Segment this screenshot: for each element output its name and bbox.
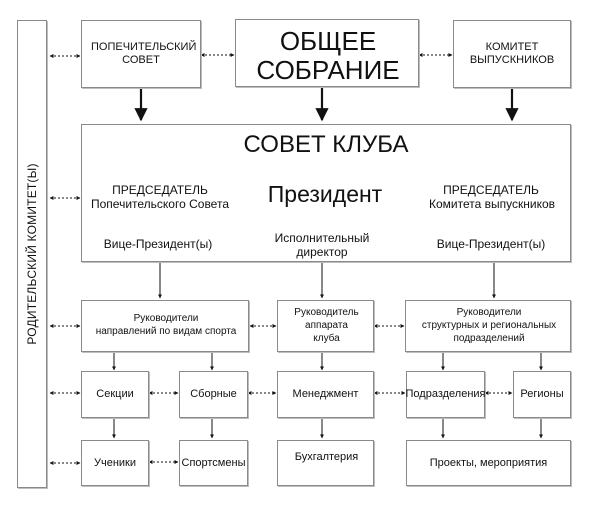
vp-left-label: Вице-Президент(ы)	[103, 237, 213, 251]
students-label: Ученики	[93, 456, 136, 469]
apparatus-head-line1: Руководитель	[294, 307, 359, 318]
exec-director-line2: директор	[296, 245, 348, 259]
general-meeting-line2: СОБРАНИЕ	[256, 55, 400, 85]
sports-managers-line1: Руководители	[133, 313, 199, 324]
accounting-box: Бухгалтерия	[277, 440, 374, 486]
alumni-committee-box: КОМИТЕТ ВЫПУСКНИКОВ	[453, 20, 571, 88]
athletes-label: Спортсмены	[181, 456, 246, 469]
management-label: Менеджмент	[292, 388, 359, 400]
accounting-label: Бухгалтерия	[294, 451, 359, 463]
sections-label: Секции	[96, 388, 134, 400]
projects-label: Проекты, мероприятия	[429, 456, 548, 469]
general-meeting-line1: ОБЩЕЕ	[279, 26, 377, 56]
club-council-box	[81, 124, 571, 262]
chair-alumni-line1: ПРЕДСЕДАТЕЛЬ	[443, 183, 539, 197]
chair-trustees-line1: ПРЕДСЕДАТЕЛЬ	[112, 183, 208, 197]
sports-managers-line2: направлений по видам спорта	[95, 326, 237, 337]
regions-label: Регионы	[520, 388, 564, 400]
general-meeting-box: ОБЩЕЕ СОБРАНИЕ	[235, 19, 419, 87]
structural-managers-box: Руководители структурных и региональных …	[405, 300, 571, 352]
alumni-committee-label: КОМИТЕТ ВЫПУСКНИКОВ	[469, 41, 555, 66]
president-label: Президент	[267, 181, 383, 207]
parent-committee-box: РОДИТЕЛЬСКИЙ КОМИТЕТ(Ы)	[17, 20, 47, 488]
chair-trustees-line2: Попечительского Совета	[91, 197, 229, 211]
departments-box: Подразделения	[405, 371, 486, 418]
chair-alumni-line2: Комитета выпускников	[429, 197, 555, 211]
apparatus-head-line2: аппарата	[305, 320, 348, 331]
structural-managers-line2: структурных и региональных	[421, 320, 557, 331]
management-box: Менеджмент	[277, 371, 374, 418]
teams-label: Сборные	[190, 388, 237, 400]
board-of-trustees-box: ПОПЕЧИТЕЛЬСКИЙ СОВЕТ	[81, 20, 201, 88]
structural-managers-line3: подразделений	[453, 333, 525, 344]
apparatus-head-line3: клуба	[313, 333, 340, 344]
structural-managers-line1: Руководители	[456, 307, 522, 318]
athletes-box: Спортсмены	[179, 440, 248, 486]
sports-managers-box: Руководители направлений по видам спорта	[81, 300, 249, 352]
apparatus-head-box: Руководитель аппарата клуба	[277, 300, 374, 352]
bold-down-arrows	[134, 86, 519, 122]
regions-box: Регионы	[513, 371, 571, 418]
projects-box: Проекты, мероприятия	[406, 440, 571, 486]
students-box: Ученики	[81, 440, 149, 486]
departments-label: Подразделения	[405, 388, 486, 400]
sections-box: Секции	[81, 371, 149, 418]
club-council-title: СОВЕТ КЛУБА	[243, 131, 409, 158]
parent-committee-label: РОДИТЕЛЬСКИЙ КОМИТЕТ(Ы)	[25, 163, 39, 345]
board-of-trustees-label: ПОПЕЧИТЕЛЬСКИЙ СОВЕТ	[91, 41, 197, 66]
exec-director-line1: Исполнительный	[274, 231, 370, 245]
teams-box: Сборные	[179, 371, 248, 418]
vp-right-label: Вице-Президент(ы)	[436, 237, 546, 251]
